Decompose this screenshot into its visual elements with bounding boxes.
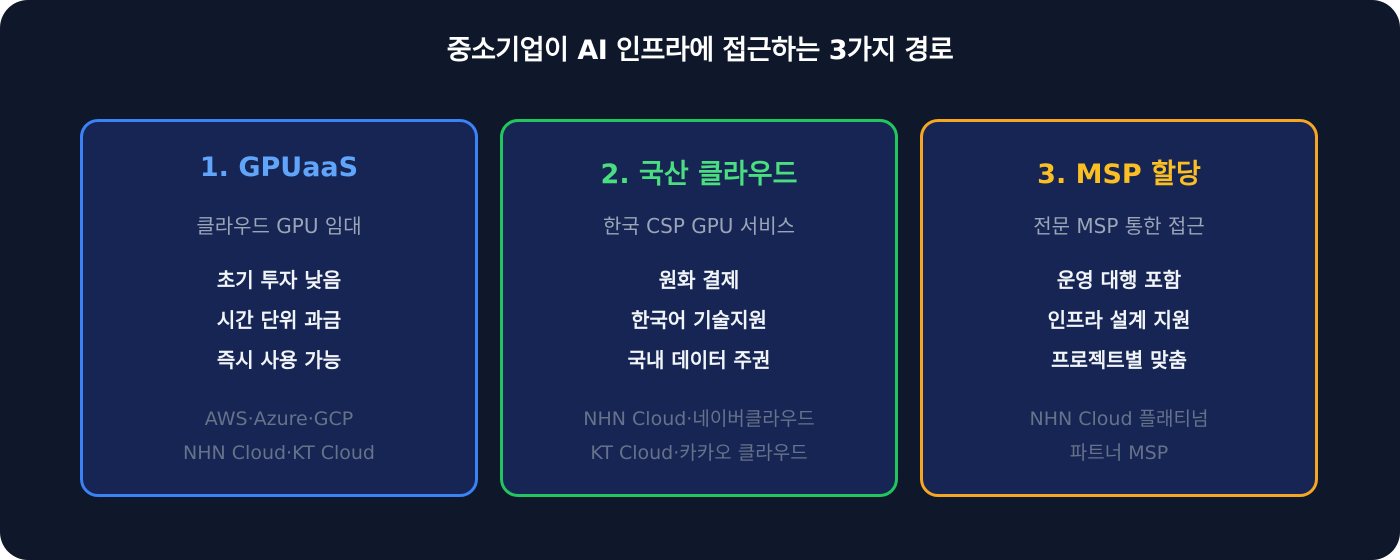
feature-item: 프로젝트별 맞춤 <box>1051 348 1187 372</box>
card-heading: 3. MSP 할당 <box>1037 159 1201 190</box>
feature-item: 한국어 기술지원 <box>631 308 767 332</box>
feature-item: 인프라 설계 지원 <box>1047 308 1191 332</box>
card-heading: 1. GPUaaS <box>199 152 359 183</box>
card-heading: 2. 국산 클라우드 <box>600 159 798 190</box>
feature-item: 운영 대행 포함 <box>1056 268 1182 292</box>
card-subtitle: 전문 MSP 통한 접근 <box>1033 214 1205 238</box>
card-subtitle: 한국 CSP GPU 서비스 <box>603 214 795 238</box>
feature-item: 원화 결제 <box>658 268 740 292</box>
provider-item: NHN Cloud·KT Cloud <box>183 442 375 464</box>
feature-item: 시간 단위 과금 <box>216 308 342 332</box>
provider-item: AWS·Azure·GCP <box>204 408 354 430</box>
card-msp: 3. MSP 할당 전문 MSP 통한 접근 운영 대행 포함 인프라 설계 지… <box>920 119 1318 497</box>
card-subtitle: 클라우드 GPU 임대 <box>196 214 362 238</box>
card-gpuaas: 1. GPUaaS 클라우드 GPU 임대 초기 투자 낮음 시간 단위 과금 … <box>80 119 478 497</box>
feature-item: 국내 데이터 주권 <box>627 348 771 372</box>
diagram-title: 중소기업이 AI 인프라에 접근하는 3가지 경로 <box>446 35 954 66</box>
provider-list: NHN Cloud·네이버클라우드 KT Cloud·카카오 클라우드 <box>503 408 895 476</box>
card-domestic-cloud: 2. 국산 클라우드 한국 CSP GPU 서비스 원화 결제 한국어 기술지원… <box>500 119 898 497</box>
feature-list: 원화 결제 한국어 기술지원 국내 데이터 주권 <box>503 268 895 388</box>
provider-list: NHN Cloud 플래티넘 파트너 MSP <box>923 408 1315 476</box>
provider-list: AWS·Azure·GCP NHN Cloud·KT Cloud <box>83 408 475 476</box>
feature-item: 즉시 사용 가능 <box>216 348 342 372</box>
provider-item: 파트너 MSP <box>1069 442 1169 464</box>
provider-item: NHN Cloud 플래티넘 <box>1029 408 1209 430</box>
feature-list: 운영 대행 포함 인프라 설계 지원 프로젝트별 맞춤 <box>923 268 1315 388</box>
provider-item: KT Cloud·카카오 클라우드 <box>590 442 808 464</box>
feature-item: 초기 투자 낮음 <box>216 268 342 292</box>
provider-item: NHN Cloud·네이버클라우드 <box>583 408 815 430</box>
feature-list: 초기 투자 낮음 시간 단위 과금 즉시 사용 가능 <box>83 268 475 388</box>
